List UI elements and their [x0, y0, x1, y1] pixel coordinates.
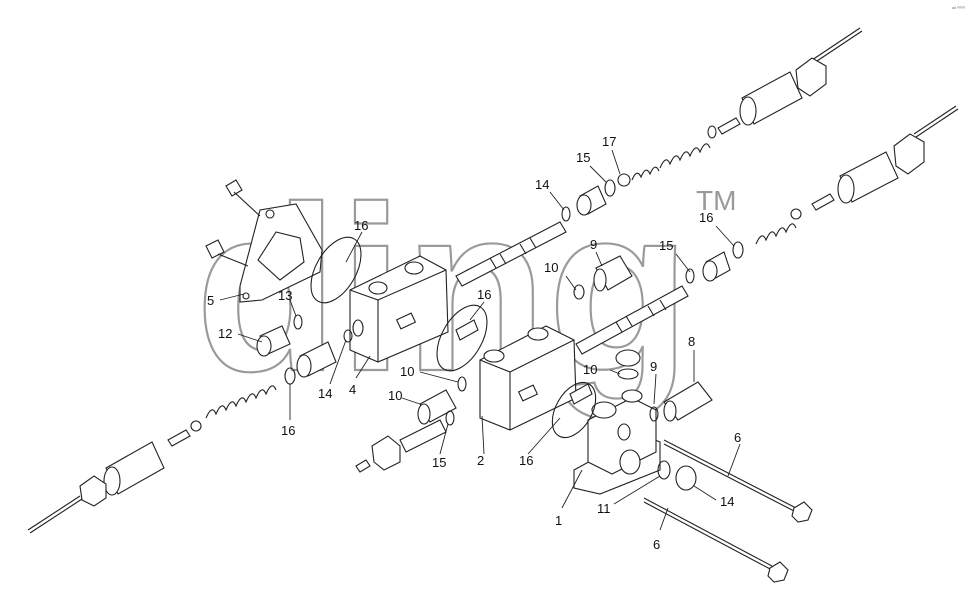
label-10-upper: 10 [544, 260, 558, 275]
label-4: 4 [349, 382, 356, 397]
corner-mark: ᵃᵈ ⁰⁰⁰⁰ [952, 6, 965, 12]
valve-section-2 [436, 304, 577, 431]
label-14-lower: 15 [432, 455, 446, 470]
label-6-lower: 6 [653, 537, 660, 552]
seal-ring-16a [310, 236, 362, 304]
oring-10b [457, 376, 467, 392]
label-9-lower: 10 [388, 388, 402, 403]
label-1: 1 [555, 513, 562, 528]
label-10-lower: 11 [597, 501, 611, 516]
spring-upper [659, 143, 711, 169]
label-6-upper: 6 [734, 430, 741, 445]
label-15-lower: 16 [281, 423, 295, 438]
plug-10-cap [615, 349, 641, 367]
oring-10c [617, 368, 639, 380]
plug-11 [256, 314, 303, 357]
label-8: 9 [650, 359, 657, 374]
oring-14c [343, 329, 353, 343]
check-valve-9-lower [355, 389, 457, 473]
inlet-section-1 [551, 349, 713, 495]
oring-14b [685, 268, 695, 284]
label-15-upper: 15 [576, 150, 590, 165]
nut-top [225, 179, 243, 197]
seal-ring-16c [551, 381, 597, 439]
label-16-lower: 16 [519, 453, 533, 468]
tie-rod-upper [811, 27, 861, 61]
spool-upper [455, 221, 567, 287]
washer-17 [617, 173, 631, 187]
check-valve-9-upper [573, 255, 633, 300]
oring-15a [604, 179, 616, 197]
label-16-center: 16 [477, 287, 491, 302]
valve-section-4 [343, 255, 449, 363]
label-14-left: 14 [318, 386, 332, 401]
tie-rods-6 [643, 439, 813, 583]
end-flange-upper [795, 57, 827, 97]
lower-spool-assembly [27, 341, 337, 534]
tie-rod-middle [913, 105, 957, 135]
label-11: 12 [218, 326, 232, 341]
nut-bottom [205, 239, 225, 259]
oring-14d [445, 410, 455, 426]
callout-labels: 17 15 14 9 10 16 5 13 12 14 4 16 16 10 1… [207, 134, 741, 552]
bolt-lower [167, 429, 191, 447]
spring-insert [455, 319, 479, 341]
end-cover-5 [205, 179, 362, 304]
spool-middle [575, 285, 689, 355]
label-2: 2 [477, 453, 484, 468]
tie-rod-lower [27, 495, 81, 531]
label-16-left: 16 [354, 218, 368, 233]
bolt-upper [717, 117, 741, 135]
label-10-center: 10 [400, 364, 414, 379]
label-17: 17 [602, 134, 616, 149]
oring-10d [657, 460, 671, 480]
label-13: 14 [720, 494, 734, 509]
oring-12 [293, 314, 303, 330]
end-flange-middle [893, 133, 925, 175]
oring-14a [561, 206, 571, 222]
label-14-right: 15 [659, 238, 673, 253]
label-12: 13 [278, 288, 292, 303]
oring-15b [732, 241, 744, 259]
spool-clevis [371, 435, 401, 471]
label-5: 5 [207, 293, 214, 308]
leader-lines [219, 149, 741, 531]
label-15-right: 16 [699, 210, 713, 225]
upper-spool-assembly [455, 27, 863, 287]
spring-middle [755, 223, 797, 245]
label-14-upper: 14 [535, 177, 549, 192]
bolt-middle [811, 193, 835, 211]
oring-8 [649, 406, 659, 422]
middle-spool-assembly [575, 105, 959, 355]
oring-10a [573, 284, 585, 300]
plug-13 [675, 465, 697, 491]
label-10-right: 10 [583, 362, 597, 377]
spool-end-lower [399, 419, 447, 453]
label-9-upper: 9 [590, 237, 597, 252]
watermark-tm: TM [696, 185, 736, 216]
end-flange-lower [79, 475, 107, 507]
spring-lower [205, 385, 277, 419]
label-7: 8 [688, 334, 695, 349]
